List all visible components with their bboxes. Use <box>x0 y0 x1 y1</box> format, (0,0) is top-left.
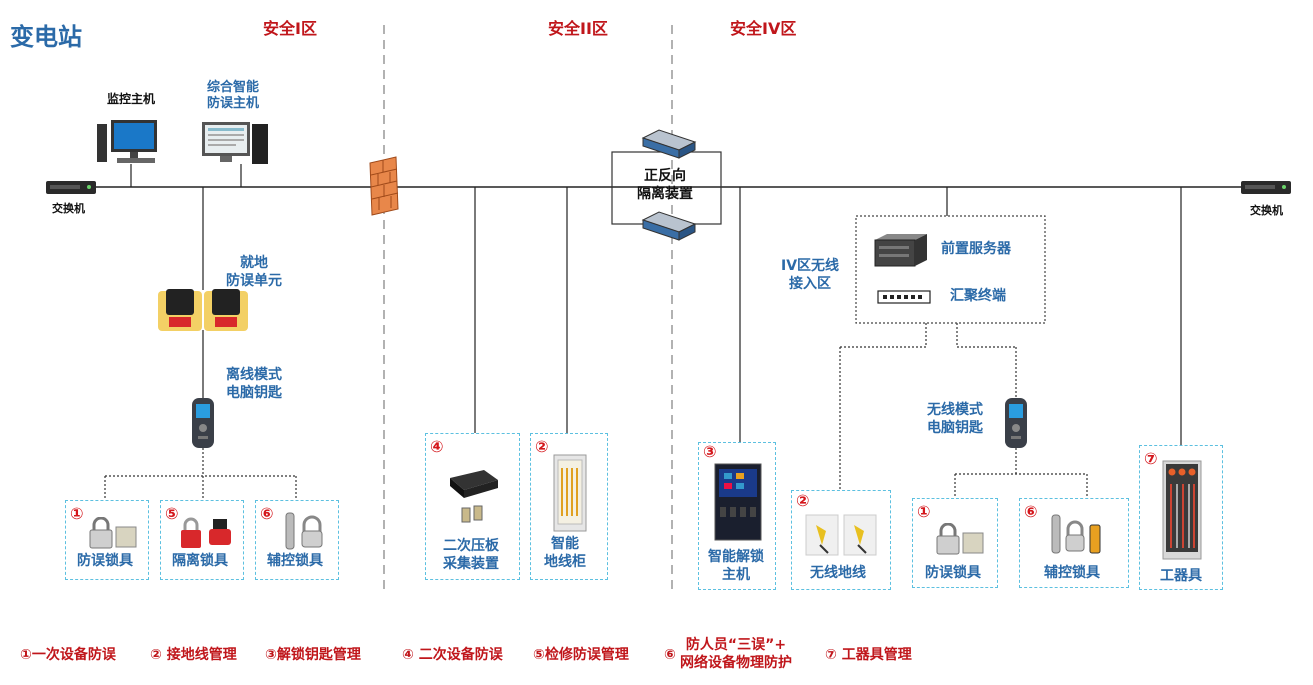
legend-personnel: 防人员“三误”+网络设备物理防护 <box>680 637 792 671</box>
legend-secondary: ④ 二次设备防误 <box>402 647 503 663</box>
monitor-host-label: 监控主机 <box>107 92 156 106</box>
page-title: 变电站 <box>10 23 82 51</box>
legend-tools: ⑦ 工器具管理 <box>825 647 912 663</box>
wireless-zone-label: IV区无线接入区 <box>781 258 840 292</box>
legend-grounding: ② 接地线管理 <box>150 647 237 663</box>
switch-right-label: 交换机 <box>1250 204 1283 217</box>
front-server-label: 前置服务器 <box>941 241 1011 257</box>
zone-label-1: 安全I区 <box>263 19 317 38</box>
legend-6-num: ⑥ <box>664 647 676 663</box>
switch-left-label: 交换机 <box>52 202 85 215</box>
ground-cabinet-icon <box>553 454 587 532</box>
box-isolation-lock: ⑤ 隔离锁具 <box>160 500 244 580</box>
zone-label-2: 安全II区 <box>548 19 608 38</box>
front-server-icon <box>874 234 927 267</box>
aggregation-terminal-icon <box>877 290 931 304</box>
isolator-top-icon <box>641 129 697 159</box>
box-smart-unlock-host: ③ 智能解锁主机 <box>698 442 776 590</box>
aggregation-terminal-label: 汇聚终端 <box>950 288 1006 304</box>
box-aux-control-lock-right: ⑥ 辅控锁具 <box>1019 498 1129 588</box>
box-anti-misoperation-lock: ① 防误锁具 <box>65 500 149 580</box>
legend-unlock-key: ③解锁钥匙管理 <box>265 647 361 663</box>
local-unit-label: 就地防误单元 <box>226 255 282 289</box>
desktop-computer-icon <box>97 120 157 163</box>
wireless-key-label: 无线模式电脑钥匙 <box>927 402 983 436</box>
box-smart-ground-cabinet: ② 智能地线柜 <box>530 433 608 580</box>
firewall-icon <box>369 156 399 216</box>
local-unit-icon <box>158 289 248 331</box>
box-wireless-ground: ② 无线地线 <box>791 490 891 590</box>
legend-maintenance: ⑤检修防误管理 <box>533 647 629 663</box>
unlock-host-icon <box>714 463 762 541</box>
isolator-label: 正反向隔离装置 <box>637 168 693 202</box>
isolator-bottom-icon <box>641 211 697 241</box>
workstation-icon <box>202 122 268 164</box>
padlock-icon <box>89 517 137 549</box>
wireless-ground-icon <box>805 514 877 556</box>
box-tools: ⑦ 工器具 <box>1139 445 1223 590</box>
box-anti-misoperation-lock-right: ① 防误锁具 <box>912 498 998 588</box>
tool-cabinet-icon <box>1162 460 1202 560</box>
switch-left-icon <box>46 181 96 194</box>
box-aux-control-lock: ⑥ 辅控锁具 <box>255 500 339 580</box>
aux-lock-icon <box>285 512 323 550</box>
box-secondary-platen-collector: ④ 二次压板采集装置 <box>425 433 520 580</box>
offline-key-icon <box>192 398 214 448</box>
red-lock-icon <box>181 517 231 548</box>
switch-right-icon <box>1241 181 1291 194</box>
legend-primary: ①一次设备防误 <box>20 647 116 663</box>
zone-label-4: 安全IV区 <box>730 19 797 38</box>
wireless-key-icon <box>1005 398 1027 448</box>
padlock-icon <box>936 523 984 555</box>
collector-device-icon <box>450 470 498 523</box>
aux-lock-icon <box>1051 514 1101 554</box>
offline-key-label: 离线模式电脑钥匙 <box>226 367 282 401</box>
smart-host-label: 综合智能防误主机 <box>207 80 260 112</box>
